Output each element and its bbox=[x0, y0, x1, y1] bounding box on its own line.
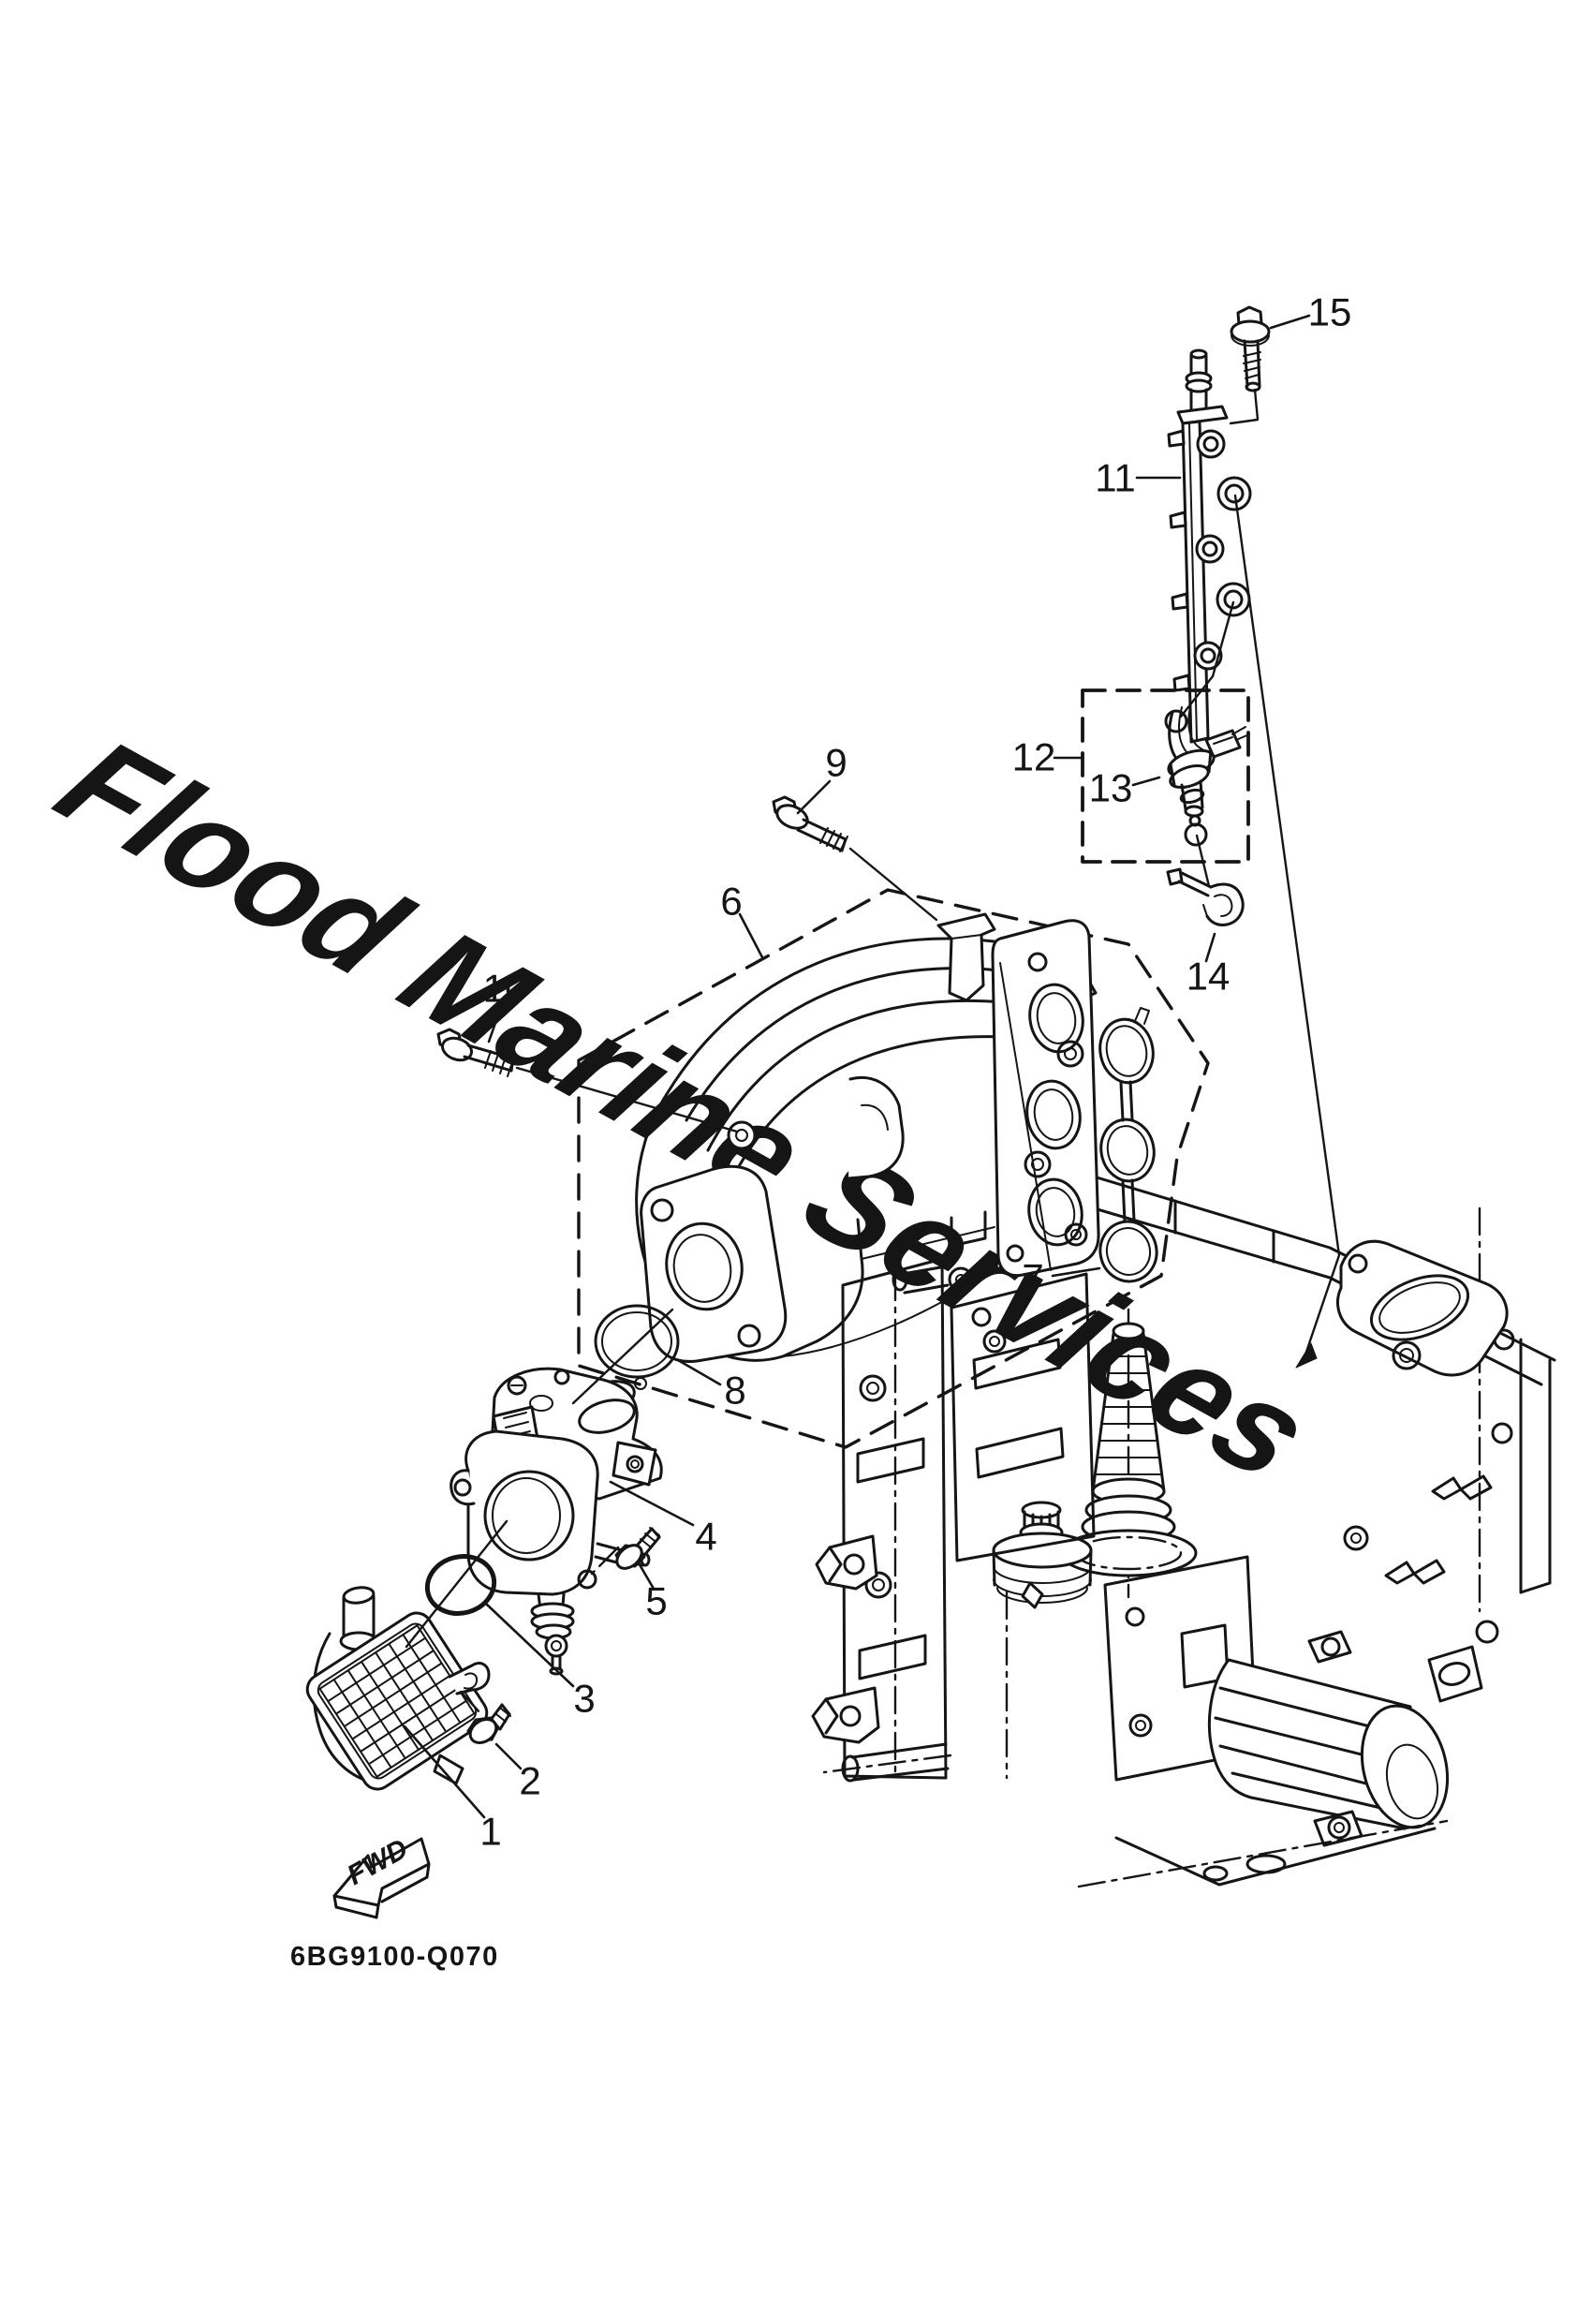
callout-6-intake-manifold: 6 bbox=[720, 880, 742, 924]
callout-leader-1 bbox=[403, 1724, 486, 1819]
callout-11-fuel-rail: 11 bbox=[1095, 456, 1136, 500]
throttle-body bbox=[450, 1367, 663, 1676]
callout-leader-14 bbox=[1204, 932, 1216, 963]
callout-leader-6 bbox=[738, 912, 764, 959]
o-ring-3 bbox=[424, 1554, 497, 1616]
callout-10-bolt: 10 bbox=[483, 967, 527, 1011]
watermark-text: Flood Marine Services bbox=[32, 712, 1338, 1504]
callout-3-o-ring: 3 bbox=[573, 1677, 595, 1721]
callout-leader-8 bbox=[676, 1358, 722, 1386]
relation-lines bbox=[405, 388, 1341, 1716]
callout-leader-3 bbox=[485, 1603, 575, 1688]
callout-leader-5 bbox=[636, 1560, 656, 1591]
callout-leader-10 bbox=[487, 1002, 504, 1044]
callout-14-injector-clip: 14 bbox=[1186, 955, 1231, 999]
engine-block bbox=[811, 1169, 1556, 1888]
fwd-arrow: FWD bbox=[332, 1833, 431, 1919]
manifold-gasket bbox=[1098, 1007, 1158, 1283]
callout-13-fuel-injector: 13 bbox=[1089, 766, 1133, 810]
callout-leader-7 bbox=[1051, 1266, 1101, 1278]
callout-8-o-ring: 8 bbox=[724, 1369, 745, 1413]
callout-9-bolt: 9 bbox=[825, 741, 847, 785]
bolt-10 bbox=[436, 1028, 515, 1077]
bolt-9 bbox=[772, 795, 848, 852]
bolt-5 bbox=[614, 1527, 661, 1570]
fuel-injector bbox=[1164, 709, 1250, 847]
callout-1-intake-silencer: 1 bbox=[479, 1810, 501, 1854]
dashed-box-manifold bbox=[577, 888, 1210, 1449]
callout-7-manifold-gasket: 7 bbox=[1022, 1256, 1043, 1300]
injector-clip bbox=[1166, 867, 1245, 926]
callout-leader-13 bbox=[1131, 776, 1161, 787]
callout-4-throttle-body: 4 bbox=[695, 1515, 716, 1559]
callout-2-bolt: 2 bbox=[519, 1759, 540, 1803]
callout-15-bolt: 15 bbox=[1308, 290, 1352, 334]
drawing-code: 6BG9100-Q070 bbox=[290, 1942, 499, 1972]
o-ring-8 bbox=[594, 1304, 680, 1390]
fuel-rail bbox=[1167, 348, 1252, 774]
callout-leader-9 bbox=[796, 779, 832, 815]
intake-silencer bbox=[305, 1586, 491, 1791]
intake-manifold bbox=[635, 912, 1100, 1363]
callout-5-bolt: 5 bbox=[645, 1579, 667, 1623]
callout-12-injector-assembly: 12 bbox=[1012, 735, 1056, 779]
bolt-2 bbox=[466, 1703, 511, 1744]
callout-leader-4 bbox=[609, 1480, 695, 1527]
injector-assembly-box bbox=[1081, 688, 1250, 864]
fuel-rail-bolt-15 bbox=[1230, 305, 1271, 392]
callout-leader-15 bbox=[1269, 314, 1311, 330]
callout-leader-2 bbox=[494, 1742, 523, 1770]
